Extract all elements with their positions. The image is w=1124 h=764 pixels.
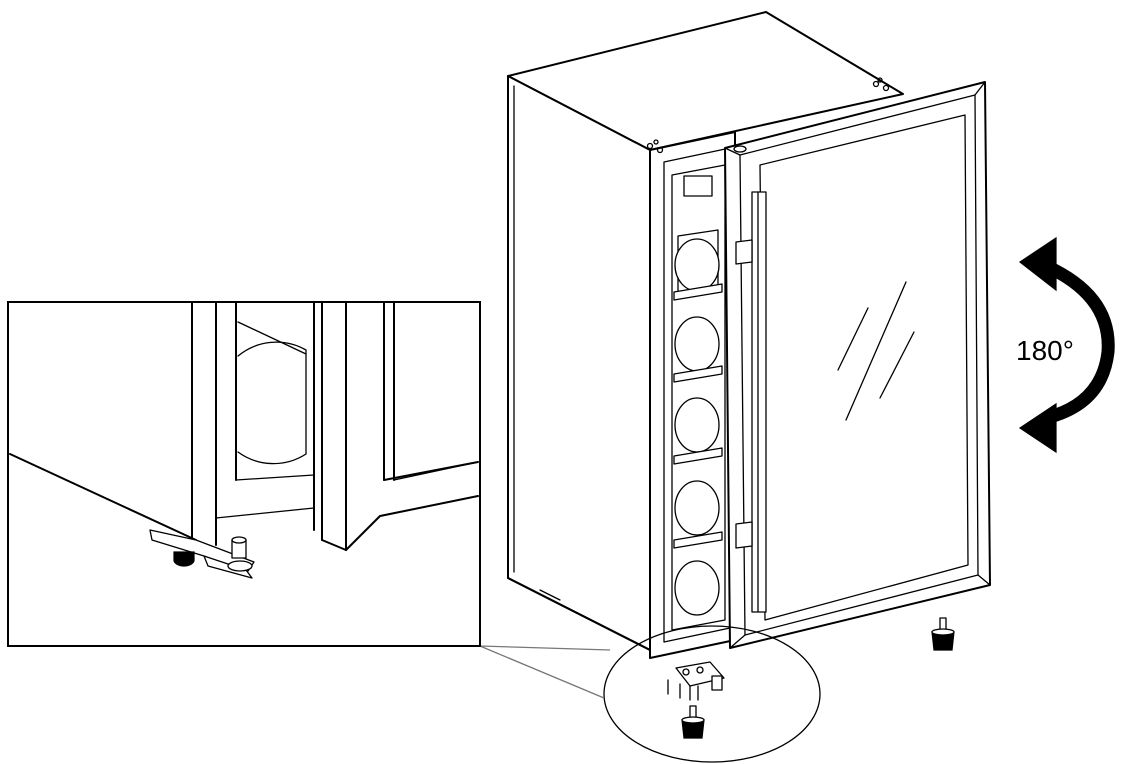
leveling-foot: [681, 705, 705, 739]
rotation-angle-label: 180°: [1016, 335, 1074, 366]
zoomed-inset: [7, 301, 481, 647]
leveling-foot: [931, 617, 955, 651]
wine-bottle: [674, 229, 720, 297]
glass-reflection: [837, 281, 915, 421]
hinge-bracket: [667, 661, 725, 701]
wine-rack-shelf: [673, 283, 723, 301]
glass-door: [724, 81, 991, 649]
wine-bottles: [673, 229, 723, 616]
leveling-foot: [173, 551, 195, 567]
wine-rack-shelf: [673, 447, 723, 465]
detail-callout-circle: [479, 625, 821, 763]
wine-bottle: [674, 397, 720, 453]
top-hinge-screws-right: [872, 77, 890, 92]
wine-rack-shelf: [673, 365, 723, 383]
glass-door: [321, 301, 479, 551]
top-hinge-screws-left: [646, 139, 664, 154]
hinge-bracket: [149, 529, 255, 579]
wine-bottle: [674, 480, 720, 536]
wine-bottle: [237, 321, 307, 465]
wine-rack-shelf: [673, 531, 723, 549]
wine-bottle: [674, 316, 720, 372]
door-handle: [735, 191, 767, 613]
rotation-arrow: 180°: [1016, 236, 1115, 454]
wine-bottle: [674, 560, 720, 616]
